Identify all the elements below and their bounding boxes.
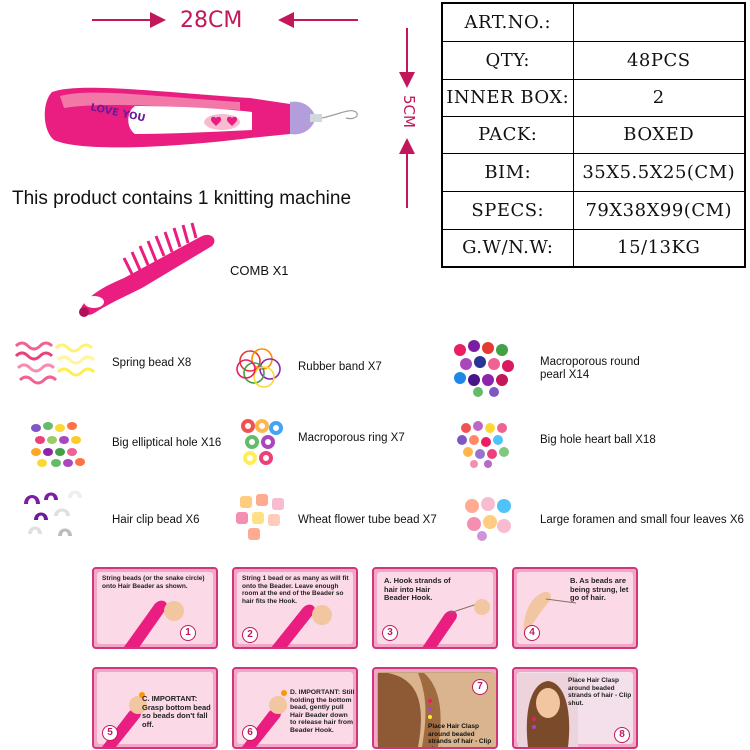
- spec-value: 79X38X99(CM): [572, 190, 746, 230]
- instruction-step-7: Place Hair Clasp around beaded strands o…: [372, 667, 498, 749]
- height-arrowhead-bottom: [399, 138, 415, 154]
- width-arrowhead-left: [150, 12, 166, 28]
- rubber-band-image: [236, 348, 281, 388]
- step-number: 5: [102, 725, 118, 741]
- round-pearl-image: [454, 340, 514, 397]
- spec-row: PACK:BOXED: [441, 115, 746, 154]
- spec-key: ART.NO.:: [441, 2, 574, 42]
- spec-row: G.W/N.W:15/13KG: [441, 228, 746, 268]
- spec-value: 2: [572, 78, 746, 117]
- four-leaves-bead-image: [465, 497, 511, 541]
- spec-key: PACK:: [441, 115, 574, 154]
- heart-ball-image: [457, 421, 509, 468]
- item-label: pearl X14: [540, 369, 590, 381]
- spec-value: 35X5.5X25(CM): [572, 152, 746, 192]
- height-label: 5CM: [400, 95, 418, 128]
- step-text: B. As beads are being strung, let go of …: [570, 576, 629, 602]
- width-arrowhead-right: [278, 12, 294, 28]
- spec-row: ART.NO.:: [441, 2, 746, 42]
- instruction-step-4: B. As beads are being strung, let go of …: [512, 567, 638, 649]
- item-label: Spring bead X8: [112, 357, 192, 369]
- hair-clip-bead-image: [24, 490, 82, 536]
- instruction-step-5: C. IMPORTANT: Grasp bottom bead so beads…: [92, 667, 218, 749]
- instruction-step-1: String beads (or the snake circle) onto …: [92, 567, 218, 649]
- spec-row: SPECS:79X38X99(CM): [441, 190, 746, 230]
- step-text: String beads (or the snake circle) onto …: [102, 575, 205, 590]
- hair-beader-icon: [124, 600, 184, 647]
- instruction-step-6: D. IMPORTANT: Still holding the bottom b…: [232, 667, 358, 749]
- item-label: Wheat flower tube bead X7: [298, 514, 437, 526]
- girl-photo-icon: [518, 673, 578, 747]
- step-number: 8: [614, 727, 630, 743]
- spec-value: [572, 2, 746, 42]
- step-text: C. IMPORTANT: Grasp bottom bead so beads…: [142, 694, 211, 729]
- item-label: Big hole heart ball X18: [540, 434, 656, 446]
- comb-image: [79, 222, 215, 317]
- step-text: D. IMPORTANT: Still holding the bottom b…: [290, 689, 355, 734]
- elliptical-bead-image: [31, 422, 85, 467]
- step-text: Place Hair Clasp around beaded strands o…: [568, 677, 632, 707]
- height-arrow-bottom: [406, 150, 408, 208]
- instruction-step-2: String 1 bead or as many as will fit ont…: [232, 567, 358, 649]
- spec-value: BOXED: [572, 115, 746, 154]
- item-label: Large foramen and small four leaves X6: [540, 514, 744, 526]
- instruction-step-3: A. Hook strands of hair into Hair Beader…: [372, 567, 498, 649]
- step-number: 2: [242, 627, 258, 643]
- knitting-machine-image: LOVE YOU: [44, 87, 358, 148]
- item-label: Hair clip bead X6: [112, 514, 200, 526]
- height-arrowhead-top: [399, 72, 415, 88]
- spec-key: BIM:: [441, 152, 574, 192]
- wheat-flower-bead-image: [236, 494, 284, 540]
- spec-table: ART.NO.: QTY:48PCS INNER BOX:2 PACK:BOXE…: [441, 2, 746, 268]
- ring-bead-image: [241, 419, 283, 465]
- spring-bead-image: [14, 341, 96, 385]
- step-text: Place Hair Clasp around beaded strands o…: [428, 723, 492, 749]
- spec-row: QTY:48PCS: [441, 40, 746, 80]
- step-number: 1: [180, 625, 196, 641]
- spec-value: 15/13KG: [572, 228, 746, 268]
- item-label: Macroporous ring X7: [298, 432, 405, 444]
- item-label: Rubber band X7: [298, 361, 382, 373]
- item-label: Macroporous round: [540, 356, 640, 368]
- step-text: A. Hook strands of hair into Hair Beader…: [384, 576, 451, 602]
- spec-key: G.W/N.W:: [441, 228, 574, 268]
- product-note: This product contains 1 knitting machine: [12, 188, 352, 209]
- width-arrow-right: [290, 19, 358, 21]
- spec-key: QTY:: [441, 40, 574, 80]
- step-number: 6: [242, 725, 258, 741]
- step-text: String 1 bead or as many as will fit ont…: [242, 575, 349, 605]
- hair-beader-icon: [422, 599, 490, 647]
- hair-beader-icon: [271, 604, 332, 647]
- step-number: 3: [382, 625, 398, 641]
- spec-row: BIM:35X5.5X25(CM): [441, 152, 746, 192]
- step-number: 7: [472, 679, 488, 695]
- spec-key: SPECS:: [441, 190, 574, 230]
- width-arrow-left: [92, 19, 162, 21]
- spec-key: INNER BOX:: [441, 78, 574, 117]
- spec-value: 48PCS: [572, 40, 746, 80]
- step-number: 4: [524, 625, 540, 641]
- height-arrow-top: [406, 28, 408, 78]
- comb-label: COMB X1: [230, 263, 289, 278]
- width-label: 28CM: [180, 8, 243, 33]
- instruction-step-8: Place Hair Clasp around beaded strands o…: [512, 667, 638, 749]
- spec-row: INNER BOX:2: [441, 78, 746, 117]
- item-label: Big elliptical hole X16: [112, 437, 222, 449]
